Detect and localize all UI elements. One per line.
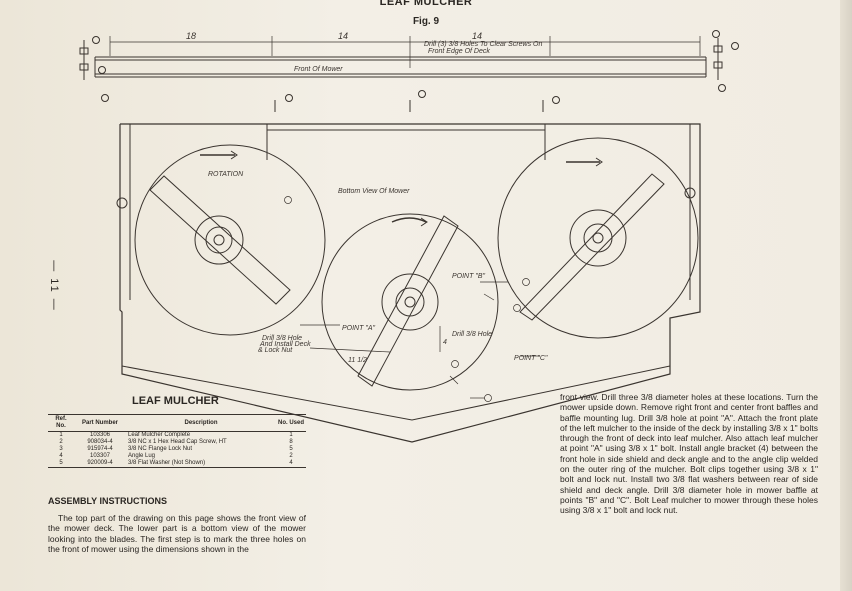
parts-list-title: LEAF MULCHER [132, 395, 219, 407]
drill-left-line3: & Lock Nut [258, 347, 293, 354]
center-blade-disc [321, 213, 499, 391]
rotation-label: ROTATION [208, 171, 244, 178]
point-b-label: POINT "B" [452, 273, 485, 280]
assembly-text-right: front view. Drill three 3/8 diameter hol… [560, 392, 818, 516]
drill-note-line1: Drill (3) 3/8 Holes To Clear Screws On [424, 41, 542, 48]
col-ref-header: Ref. No. [48, 414, 74, 432]
drill-left-line2: And Install Deck [259, 341, 311, 348]
cell-ref: 3 [59, 446, 63, 452]
point-c-label: POINT "C" [514, 355, 548, 362]
table-row: 4 103307 Angle Lug 2 [48, 453, 306, 460]
cell-part: 103307 [89, 453, 111, 459]
cell-part: 915974-4 [87, 446, 113, 452]
left-blade-disc [134, 144, 326, 336]
cell-used: 8 [289, 439, 293, 445]
table-row: 1 103306 Leaf Mulcher Complete 1 [48, 432, 306, 440]
cell-part: 103306 [89, 432, 111, 438]
front-of-mower-label: Front Of Mower [294, 66, 343, 73]
cell-used: 1 [289, 432, 293, 438]
cell-part: 908034-4 [87, 439, 113, 445]
cell-desc: 3/8 Flat Washer (Not Shown) [126, 460, 276, 468]
parts-table-header: Ref. No. Part Number Description No. Use… [48, 414, 306, 432]
deck-bolts [274, 90, 560, 112]
page-edge [840, 0, 852, 591]
cell-desc: 3/8 NC x 1 Hex Head Cap Screw, HT [128, 439, 227, 445]
cell-desc: 3/8 NC Flange Lock Nut [128, 446, 193, 452]
cell-ref: 2 [59, 439, 63, 445]
assembly-text-left: The top part of the drawing on this page… [48, 513, 306, 554]
bottom-view-label: Bottom View Of Mower [338, 188, 410, 195]
cell-desc: Leaf Mulcher Complete [128, 432, 191, 438]
col-part-header: Part Number [74, 414, 126, 432]
figure-label: Fig. 9 [412, 16, 440, 27]
cell-ref: 4 [59, 453, 63, 459]
cell-used: 4 [276, 460, 306, 468]
dim-label-14a: 14 [338, 31, 348, 41]
point-a-label: POINT "A" [342, 325, 375, 332]
cell-ref: 5 [48, 460, 74, 468]
drill-hole-label: Drill 3/8 Hole [452, 331, 492, 338]
cell-desc: Angle Lug [128, 453, 156, 459]
right-blade-disc [497, 137, 699, 339]
table-row: 2 908034-4 3/8 NC x 1 Hex Head Cap Screw… [48, 439, 306, 446]
table-row: 5 920009-4 3/8 Flat Washer (Not Shown) 4 [48, 460, 306, 468]
page-title: LEAF MULCHER [379, 0, 473, 8]
dim-label-18: 18 [186, 31, 196, 41]
dim-label-14b: 14 [472, 31, 482, 41]
dim-label-11-half: 11 1/2 [348, 357, 367, 364]
bottom-view-callouts [284, 196, 540, 402]
front-view-bar [79, 30, 739, 102]
cell-used: 2 [289, 453, 293, 459]
mower-deck-outline [116, 123, 701, 443]
drill-left-line1: Drill 3/8 Hole [262, 335, 302, 342]
cell-used: 5 [289, 446, 293, 452]
dim-label-4: 4 [443, 339, 447, 346]
table-row: 3 915974-4 3/8 NC Flange Lock Nut 5 [48, 446, 306, 453]
col-desc-header: Description [126, 414, 276, 432]
assembly-instructions-title: ASSEMBLY INSTRUCTIONS [48, 496, 168, 506]
cell-ref: 1 [59, 432, 63, 438]
parts-table: Ref. No. Part Number Description No. Use… [48, 414, 306, 468]
cell-part: 920009-4 [74, 460, 126, 468]
drill-note-line2: Front Edge Of Deck [428, 48, 490, 55]
col-used-header: No. Used [276, 414, 306, 432]
